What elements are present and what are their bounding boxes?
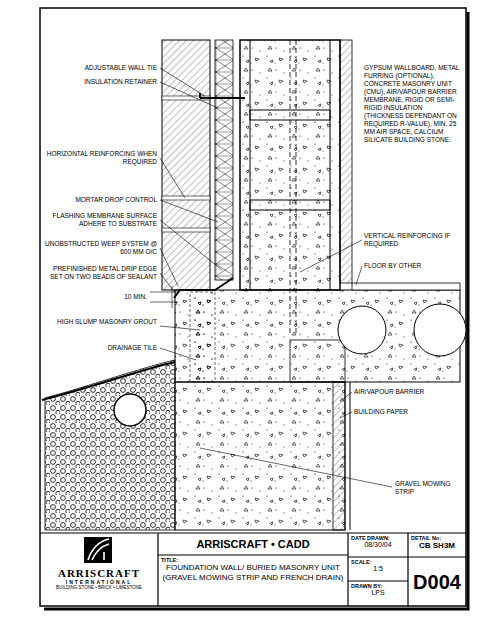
field-value: LPS (351, 589, 405, 597)
field-caption: DATE DRAWN: (351, 535, 405, 541)
detail-number-cell: D004 (409, 558, 465, 606)
logo-cell: ARRISCRAFTINTERNATIONALBUILDING STONE • … (42, 566, 156, 605)
callout-label: UNOBSTRUCTED WEEP SYSTEM @ 600 MM O/C (44, 240, 157, 256)
callout-label: HIGH SLUMP MASONRY GROUT (44, 318, 157, 326)
callout-label: GYPSUM WALLBOARD, METAL FURRING (OPTIONA… (364, 64, 460, 144)
field-value: 1:5 (351, 565, 405, 573)
field-caption: SCALE: (351, 559, 405, 565)
callout-label: INSULATION RETAINER (44, 78, 157, 86)
drawn-by-cell: DRAWN BY:LPS (349, 582, 407, 606)
callout-label: AIR/VAPOUR BARRIER (354, 388, 458, 396)
header-text: ARRISCRAFT • CADD (161, 538, 345, 551)
title-cell: TITLE:FOUNDATION WALL/ BURIED MASONRY UN… (159, 556, 347, 606)
callout-label: BUILDING PAPER (354, 408, 458, 416)
company-tagline: BUILDING STONE • BRICK • LIMESTONE (44, 585, 154, 590)
detail-no-cell: DETAIL No:CB SH3M (409, 534, 465, 557)
field-value: 08/30/04 (351, 541, 405, 549)
company-name: ARRISCRAFT (44, 567, 154, 580)
dimension-label: 10 MIN. (100, 293, 147, 301)
drawing-title: FOUNDATION WALL/ BURIED MASONRY UNIT (GR… (161, 563, 345, 581)
callout-label: FLOOR BY OTHER (364, 262, 460, 270)
callout-label: MORTAR DROP CONTROL (44, 196, 157, 204)
callout-label: ADJUSTABLE WALL TIE (44, 64, 157, 72)
callout-label: HORIZONTAL REINFORCING WHEN REQUIRED (44, 150, 157, 166)
callout-label: FLASHING MEMBRANE SURFACE ADHERE TO SUBS… (44, 212, 157, 228)
header-cell: ARRISCRAFT • CADD (159, 534, 347, 555)
field-value: CB SH3M (411, 541, 463, 550)
callout-label: GRAVEL MOWING STRIP (395, 480, 457, 496)
callout-label: VERTICAL REINFORCING IF REQUIRED (364, 232, 460, 248)
callout-label: PREFINISHED METAL DRIP EDGE SET ON TWO B… (44, 265, 157, 281)
company-sub: INTERNATIONAL (44, 580, 154, 586)
field-caption: DETAIL No: (411, 535, 463, 541)
date-cell: DATE DRAWN:08/30/04 (349, 534, 407, 557)
scale-cell: SCALE:1:5 (349, 558, 407, 581)
field-caption: DRAWN BY: (351, 583, 405, 589)
field-caption: TITLE: (161, 557, 345, 563)
detail-number: D004 (411, 571, 463, 594)
callout-label: DRAINAGE TILE (44, 344, 157, 352)
